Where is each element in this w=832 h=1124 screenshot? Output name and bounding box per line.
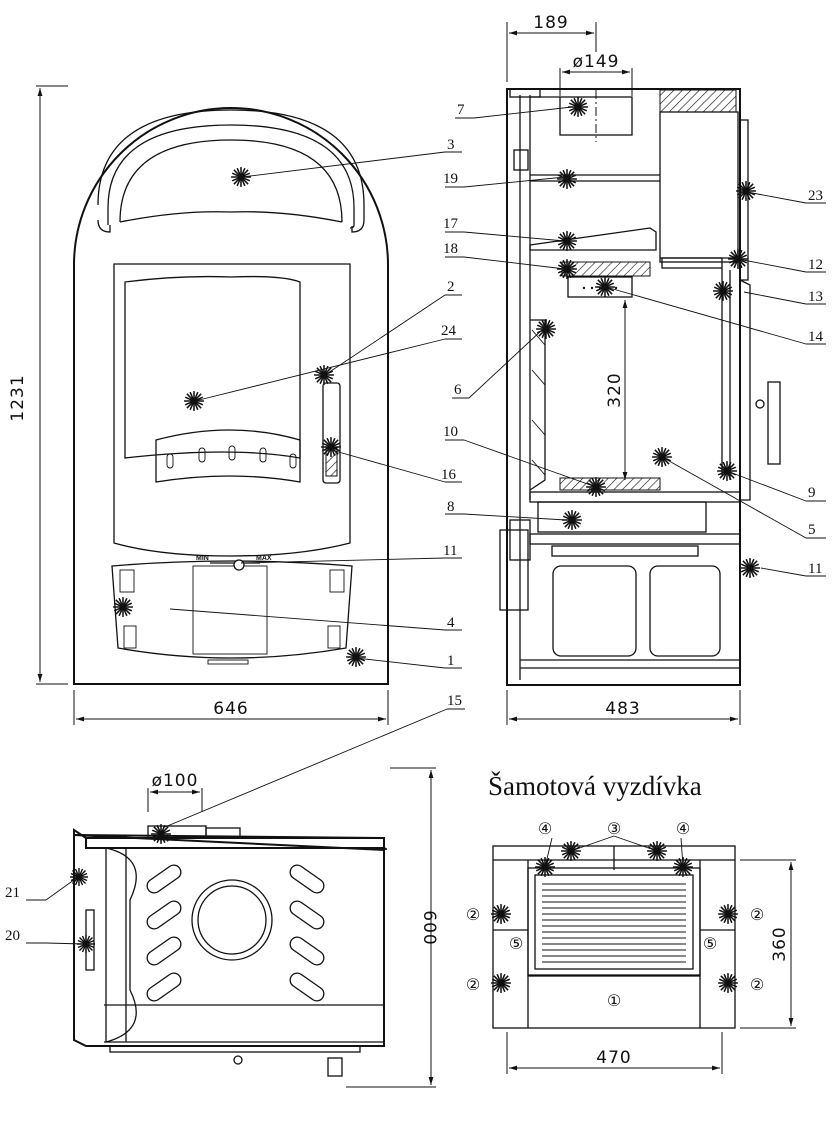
callout-1: 1: [447, 653, 455, 669]
marker-6: [535, 318, 557, 340]
callout-10: 10: [443, 424, 458, 440]
marker-11-side: [739, 557, 761, 579]
firebrick-lining-view: Šamotová vyzdívka ④ ③: [466, 771, 796, 1074]
lining-label-4-right: ④: [676, 819, 690, 838]
top-view: 15 ø100: [5, 693, 465, 1088]
callout-11-side: 11: [808, 561, 822, 577]
marker-21: [69, 867, 89, 887]
lining-label-2-bl: ②: [466, 975, 480, 994]
callout-6: 6: [454, 382, 462, 398]
lining-label-2-tl: ②: [466, 905, 480, 924]
front-door-handle: [322, 382, 341, 484]
callout-3: 3: [447, 137, 455, 153]
lining-label-5-left: ⑤: [509, 934, 523, 953]
side-section-view: 320 23 12 13 14 9: [499, 88, 826, 686]
dim-height-front: 1231: [8, 374, 28, 421]
front-view: MIN MAX: [73, 107, 446, 685]
callout-24: 24: [441, 323, 457, 339]
lining-label-2-tr: ②: [750, 905, 764, 924]
lining-label-2-br: ②: [750, 975, 764, 994]
callout-13: 13: [808, 289, 823, 305]
dim-depth-side: 483: [605, 699, 640, 719]
dim-outlet-diameter: ø100: [152, 771, 199, 791]
marker-16: [320, 436, 342, 458]
top-outlet-ring-inner: [197, 885, 267, 955]
callout-19: 19: [443, 171, 458, 187]
slider-max-label: MAX: [256, 555, 272, 562]
front-door: [113, 263, 351, 557]
dim-top-depth: 600: [419, 910, 439, 945]
marker-23: [735, 180, 757, 202]
front-glass: [124, 275, 301, 459]
dim-lining-depth: 360: [770, 926, 790, 961]
baffle-plate: [529, 227, 657, 251]
callout-16: 16: [441, 467, 457, 483]
callout-17: 17: [443, 216, 459, 232]
side-dimensions: 189 ø149 483: [506, 13, 741, 725]
callout-11-front: 11: [443, 543, 457, 559]
air-slider-knob[interactable]: [233, 559, 245, 571]
callout-12: 12: [808, 257, 823, 273]
callout-5: 5: [808, 522, 816, 538]
marker-4: [112, 596, 134, 618]
marker-17: [556, 230, 578, 252]
ashpan-left-opening: [552, 565, 637, 657]
dim-flue-offset: 189: [533, 13, 568, 33]
callout-14: 14: [808, 329, 824, 345]
marker-18: [556, 258, 578, 280]
marker-3: [230, 166, 252, 188]
callout-23: 23: [808, 188, 823, 204]
slider-min-label: MIN: [196, 555, 209, 562]
marker-8: [561, 509, 583, 531]
callout-4: 4: [447, 615, 455, 631]
marker-15: [150, 823, 172, 845]
lining-marker-2-tl: [490, 903, 512, 925]
callout-21: 21: [5, 885, 20, 901]
marker-13: [712, 280, 734, 302]
front-arch-outer: [97, 109, 365, 233]
callouts-middle: 3 2 24 16 11 4 1 7 19 17 18 6 10 8: [441, 102, 597, 669]
lining-marker-2-br: [717, 972, 739, 994]
front-outer-body: [73, 107, 389, 685]
lining-marker-2-tr: [717, 903, 739, 925]
marker-7: [567, 96, 589, 118]
lining-label-3: ③: [607, 819, 621, 838]
callout-8: 8: [447, 499, 455, 515]
side-outer-body: [506, 88, 741, 686]
front-ashpan-drawer: [111, 560, 353, 659]
dim-width-front: 646: [213, 699, 248, 719]
marker-2: [313, 364, 335, 386]
top-outlet-ring-outer: [191, 879, 273, 961]
callout-2: 2: [447, 279, 455, 295]
ashpan-right-opening: [649, 565, 721, 657]
lining-label-4-left: ④: [538, 819, 552, 838]
front-dimensions: 1231 646: [8, 85, 389, 725]
callout-9: 9: [808, 485, 816, 501]
marker-19: [556, 168, 578, 190]
callout-7: 7: [457, 102, 465, 118]
lining-title: Šamotová vyzdívka: [488, 771, 702, 801]
side-door-handle: [767, 381, 781, 465]
front-arch-handle: [107, 124, 355, 229]
dim-firebox-height: 320: [605, 372, 625, 407]
dim-flue-diameter: ø149: [573, 52, 620, 72]
lining-marker-2-bl: [490, 972, 512, 994]
lining-label-1: ①: [607, 991, 621, 1010]
callout-18: 18: [443, 241, 458, 257]
lining-grate: [527, 867, 701, 977]
callout-20: 20: [5, 928, 20, 944]
dim-lining-width: 470: [596, 1048, 631, 1068]
marker-24: [183, 390, 205, 412]
marker-14: [594, 276, 616, 298]
marker-1: [345, 646, 367, 668]
lining-label-5-right: ⑤: [703, 934, 717, 953]
marker-10: [585, 476, 607, 498]
callout-15: 15: [447, 693, 462, 709]
